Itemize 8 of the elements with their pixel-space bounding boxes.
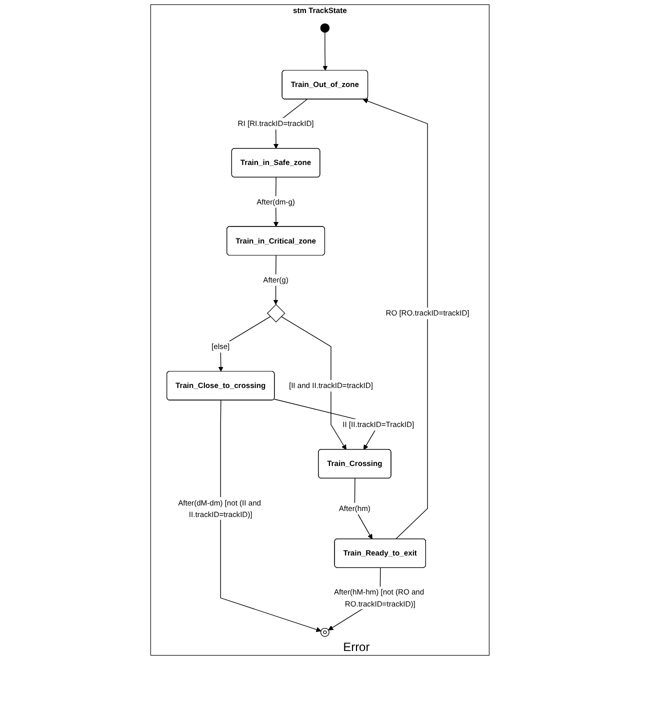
arrow	[322, 32, 328, 71]
arrow	[218, 316, 271, 372]
node-diamond	[266, 304, 286, 322]
arrow	[220, 400, 322, 632]
arrow	[280, 316, 346, 450]
state-caption: Error	[343, 640, 370, 654]
arrow	[362, 98, 428, 540]
node-circle	[320, 23, 330, 33]
